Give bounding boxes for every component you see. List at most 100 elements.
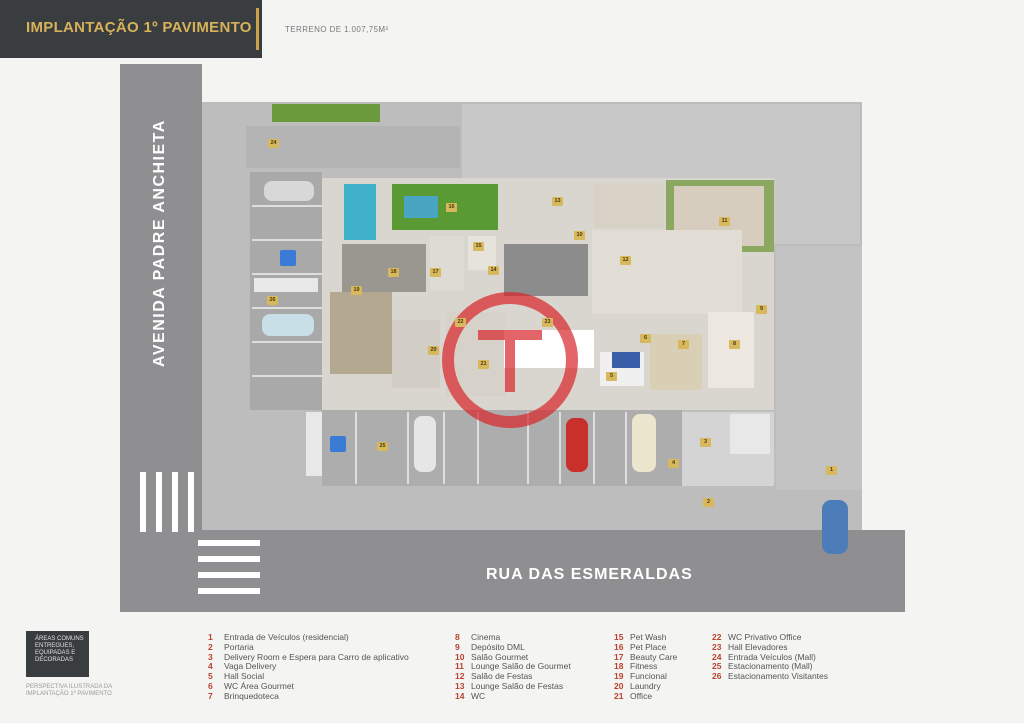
hatched-zone bbox=[254, 278, 318, 292]
legend-number: 4 bbox=[208, 661, 213, 672]
perspective-note: PERSPECTIVA ILUSTRADA DA IMPLANTAÇÃO 1º … bbox=[26, 684, 112, 697]
car-icon bbox=[632, 414, 656, 472]
crosswalk-vertical bbox=[140, 472, 194, 532]
legend-number: 23 bbox=[712, 641, 722, 652]
legend-item: 11 Lounge Salão de Gourmet bbox=[455, 661, 571, 671]
legend-label: WC Privativo Office bbox=[728, 631, 802, 642]
legend-label: Lounge Salão de Gourmet bbox=[471, 661, 571, 672]
car-icon bbox=[262, 314, 314, 336]
legend-number: 5 bbox=[208, 671, 213, 682]
legend-number: 10 bbox=[455, 651, 465, 662]
stairs bbox=[504, 244, 588, 296]
plan-tag: 26 bbox=[267, 296, 278, 305]
legend-number: 1 bbox=[208, 631, 213, 642]
terrain-area-label: TERRENO DE 1.007,75M² bbox=[285, 25, 389, 34]
legend-item: 25 Estacionamento (Mall) bbox=[712, 661, 828, 671]
legend-number: 21 bbox=[614, 690, 624, 701]
title-banner bbox=[0, 0, 262, 58]
car-icon bbox=[414, 416, 436, 472]
legend-number: 18 bbox=[614, 661, 624, 672]
legend-number: 13 bbox=[455, 680, 465, 691]
salao-gourmet bbox=[594, 184, 664, 228]
plan-tag: 16 bbox=[446, 203, 457, 212]
plan-tag: 7 bbox=[678, 340, 689, 349]
crosswalk-horizontal bbox=[198, 540, 260, 594]
legend-label: Lounge Salão de Festas bbox=[471, 680, 564, 691]
pet-place-area bbox=[404, 196, 438, 218]
plan-tag: 25 bbox=[377, 442, 388, 451]
legend-label: Hall Social bbox=[224, 671, 265, 682]
legend-item: 9 Depósito DML bbox=[455, 642, 571, 652]
plan-tag: 5 bbox=[606, 372, 617, 381]
legend-label: Beauty Care bbox=[630, 651, 678, 662]
top-left-block bbox=[246, 126, 460, 168]
areas-comuns-badge bbox=[26, 631, 89, 677]
plan-tag: 9 bbox=[756, 305, 767, 314]
legend-number: 22 bbox=[712, 631, 722, 642]
cinema bbox=[708, 312, 754, 388]
plan-tag: 15 bbox=[473, 242, 484, 251]
legend-number: 25 bbox=[712, 661, 722, 672]
legend-label: Funcional bbox=[630, 671, 667, 682]
street-label-avenida: AVENIDA PADRE ANCHIETA bbox=[151, 119, 168, 367]
plan-tag: 11 bbox=[719, 217, 730, 226]
legend-item: 13 Lounge Salão de Festas bbox=[455, 681, 571, 691]
legend-number: 9 bbox=[455, 641, 460, 652]
plan-tag: 1 bbox=[826, 466, 837, 475]
pool bbox=[344, 184, 376, 240]
legend-number: 24 bbox=[712, 651, 722, 662]
legend-item: 22 WC Privativo Office bbox=[712, 632, 828, 642]
plan-tag: 10 bbox=[574, 231, 585, 240]
pet-wash-room bbox=[468, 236, 496, 270]
legend-label: Office bbox=[630, 690, 653, 701]
funcional-room bbox=[330, 292, 392, 374]
legend-label: Cinema bbox=[471, 631, 501, 642]
legend-label: Estacionamento (Mall) bbox=[728, 661, 813, 672]
legend-label: Vaga Delivery bbox=[224, 661, 277, 672]
legend-label: Entrada Veículos (Mall) bbox=[728, 651, 816, 662]
plan-tag: 21 bbox=[478, 360, 489, 369]
legend-item: 21 Office bbox=[614, 691, 677, 701]
legend-item: 19 Funcional bbox=[614, 671, 677, 681]
legend-number: 2 bbox=[208, 641, 213, 652]
legend-label: Delivery Room e Espera para Carro de apl… bbox=[224, 651, 409, 662]
car-icon bbox=[822, 500, 848, 554]
legend-item: 5 Hall Social bbox=[208, 671, 409, 681]
plan-tag: 19 bbox=[351, 286, 362, 295]
plan-tag: 8 bbox=[729, 340, 740, 349]
plan-tag: 17 bbox=[430, 268, 441, 277]
legend-label: Depósito DML bbox=[471, 641, 525, 652]
legend-label: Salão de Festas bbox=[471, 671, 533, 682]
legend-label: WC bbox=[471, 690, 486, 701]
legend-label: WC Área Gourmet bbox=[224, 680, 294, 691]
legend-number: 12 bbox=[455, 671, 465, 682]
legend-number: 16 bbox=[614, 641, 624, 652]
legend-number: 19 bbox=[614, 671, 624, 682]
title-accent-bar bbox=[256, 8, 259, 50]
hatched-zone bbox=[306, 412, 322, 476]
plan-tag: 6 bbox=[640, 334, 651, 343]
plan-tag: 13 bbox=[552, 197, 563, 206]
car-icon bbox=[566, 418, 588, 472]
street-label-rua: RUA DAS ESMERALDAS bbox=[486, 566, 693, 583]
plan-tag: 18 bbox=[388, 268, 399, 277]
legend-number: 11 bbox=[455, 661, 464, 672]
legend-number: 26 bbox=[712, 671, 722, 682]
accessibility-icon bbox=[330, 436, 346, 452]
legend-item: 24 Entrada Veículos (Mall) bbox=[712, 652, 828, 662]
